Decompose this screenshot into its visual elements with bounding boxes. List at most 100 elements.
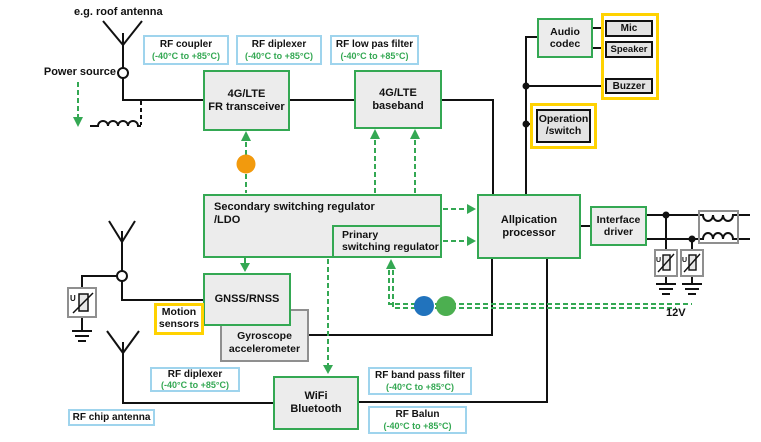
green-dot: [436, 296, 456, 316]
block-primary-regulator: Prinary switching regulator: [332, 225, 442, 258]
arrowhead-right-icon: [467, 236, 476, 246]
wire-wifi-to-processor: [358, 258, 548, 403]
block-line: Allpication: [500, 213, 558, 226]
transformer-coil-bottom: [700, 232, 737, 240]
block-line: switching regulator: [342, 241, 439, 254]
wire-antenna-to-transceiver: [122, 78, 203, 101]
arrowhead-right-icon: [467, 204, 476, 214]
block-line: Secondary switching regulator: [214, 201, 375, 213]
power-wires: [77, 82, 692, 365]
status-dots: [236, 154, 456, 316]
rf-coupler-temp: (-40°C to +85°C): [152, 50, 220, 61]
junction-dot: [522, 82, 530, 90]
inductor-icon: [90, 120, 141, 127]
arrowhead-down-icon: [240, 263, 250, 272]
roof-antenna-icon: [102, 20, 143, 68]
block-line: Interface: [596, 213, 641, 226]
junction-markers: [116, 67, 696, 282]
ground-icon: [682, 283, 702, 295]
wire-antenna-to-gnss: [121, 281, 203, 301]
block-line: WiFi: [304, 390, 328, 403]
block-audio-codec: Audio codec: [537, 18, 593, 58]
varistor-letter: U: [70, 294, 76, 303]
rf-band-pass-temp: (-40°C to +85°C): [386, 381, 454, 392]
motion-sensors-label: Motion sensors: [154, 303, 204, 335]
rf-diplexer-top-name: RF diplexer: [251, 39, 307, 51]
varistor-letter: U: [682, 257, 687, 264]
junction-dot: [662, 211, 670, 219]
arrowhead-down-icon: [73, 117, 83, 127]
rf-balun-name: RF Balun: [395, 409, 440, 421]
block-line: sensors: [158, 318, 200, 330]
rf-low-pass-label: RF low pas filter (-40°C to +85°C): [330, 35, 419, 65]
transformer-box: [698, 210, 739, 244]
block-mic: Mic: [605, 20, 653, 37]
varistor-stroke: [683, 253, 701, 273]
junction-dot: [688, 235, 696, 243]
arrowhead-up-icon: [410, 129, 420, 139]
block-4g-baseband: 4G/LTE baseband: [354, 70, 442, 129]
block-wifi-bluetooth: WiFi Bluetooth: [273, 376, 359, 430]
rf-low-pass-name: RF low pas filter: [335, 39, 414, 51]
block-line: FR transceiver: [208, 100, 285, 113]
rf-band-pass-label: RF band pass filter (-40°C to +85°C): [368, 367, 472, 395]
rf-diplexer-bottom-name: RF diplexer: [167, 368, 223, 380]
connector-node: [116, 270, 128, 282]
block-line: 4G/LTE: [227, 87, 266, 100]
varistor-stroke: [657, 253, 675, 273]
block-line: codec: [549, 38, 581, 50]
block-buzzer: Buzzer: [605, 78, 653, 94]
wire-gyro-to-processor: [308, 258, 493, 336]
chip-antenna-icon: [106, 330, 273, 404]
rf-balun-label: RF Balun (-40°C to +85°C): [368, 406, 467, 434]
block-line: /LDO: [214, 213, 241, 226]
rf-coupler-label: RF coupler (-40°C to +85°C): [143, 35, 229, 65]
orange-dot: [236, 154, 256, 174]
wire-audio-branch: [525, 36, 537, 194]
rf-band-pass-name: RF band pass filter: [374, 370, 465, 382]
supply-12v-line-1: [388, 270, 692, 305]
arrowhead-down-icon: [323, 365, 333, 374]
rf-low-pass-temp: (-40°C to +85°C): [340, 50, 409, 61]
rf-coupler-name: RF coupler: [159, 39, 213, 51]
wire-baseband-to-processor: [441, 99, 494, 194]
block-line: Bluetooth: [290, 403, 342, 415]
block-line: processor: [502, 226, 556, 239]
arrowhead-up-icon: [241, 131, 251, 141]
wire-esd-branch: [81, 275, 117, 331]
block-gnss: GNSS/RNSS: [203, 273, 291, 326]
transformer-coil-top: [700, 214, 737, 222]
ground-icon: [72, 330, 92, 342]
ground-icon: [656, 283, 676, 295]
block-line: /switch: [545, 125, 582, 137]
roof-antenna-label: e.g. roof antenna: [74, 6, 163, 18]
gnss-antenna-icon: [108, 220, 136, 271]
arrowhead-up-icon: [370, 129, 380, 139]
block-operation-switch: Operation /switch: [536, 109, 591, 143]
supply-12v-label: 12V: [666, 307, 686, 319]
power-source-label: Power source: [43, 66, 116, 78]
varistor-symbols: U U U: [67, 249, 704, 318]
varistor-stroke: [72, 292, 94, 314]
block-line: Motion: [161, 306, 197, 319]
block-4g-transceiver: 4G/LTE FR transceiver: [203, 70, 290, 131]
block-line: 4G/LTE: [379, 86, 417, 99]
rf-balun-temp: (-40°C to +85°C): [383, 420, 452, 431]
rf-diplexer-top-label: RF diplexer (-40°C to +85°C): [236, 35, 322, 65]
block-interface-driver: Interface driver: [590, 206, 647, 246]
rf-chip-antenna-name: RF chip antenna: [72, 411, 151, 423]
rf-chip-antenna-label: RF chip antenna: [68, 409, 155, 426]
blue-dot: [414, 296, 434, 316]
block-speaker: Speaker: [605, 41, 653, 58]
block-line: baseband: [372, 99, 424, 112]
supply-12v-line-2: [392, 270, 676, 309]
block-line: Audio: [550, 25, 580, 38]
block-line: accelerometer: [228, 342, 301, 355]
block-application-processor: Allpication processor: [477, 194, 581, 259]
transformer-icon: [698, 210, 739, 244]
rf-diplexer-bottom-label: RF diplexer (-40°C to +85°C): [150, 367, 240, 392]
block-line: driver: [603, 226, 634, 238]
rf-diplexer-bottom-temp: (-40°C to +85°C): [161, 380, 229, 391]
